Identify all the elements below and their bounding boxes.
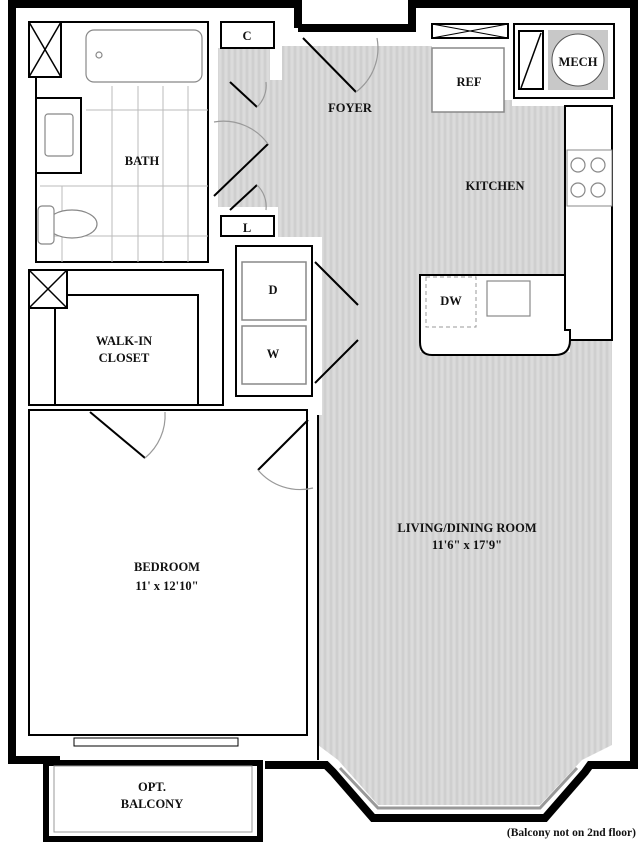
foyer-label: FOYER (328, 101, 373, 115)
kitchen-sink-icon (486, 280, 531, 317)
bathtub (85, 29, 203, 83)
closet-l (220, 215, 275, 237)
dryer-label: D (268, 283, 277, 297)
exterior-wall (8, 0, 302, 764)
dishwasher-label: DW (440, 294, 462, 308)
living-label: LIVING/DINING ROOM (397, 521, 536, 535)
sink-icon (44, 113, 74, 157)
ref-label: REF (457, 75, 482, 89)
water-heater-icon (551, 33, 605, 87)
bay-window (338, 766, 579, 810)
bedroom-dims: 11' x 12'10" (135, 579, 198, 593)
cooktop-icon (566, 149, 613, 207)
sliding-door (73, 737, 239, 747)
balcony-label-1: OPT. (138, 780, 166, 794)
wood-floor (218, 46, 612, 805)
ref-outline (431, 47, 505, 113)
exterior-wall-top-right (265, 0, 638, 822)
bedroom-label: BEDROOM (134, 560, 200, 574)
living-dims: 11'6" x 17'9" (432, 538, 502, 552)
balcony-note: (Balcony not on 2nd floor) (507, 827, 636, 839)
washer-label: W (267, 347, 280, 361)
kitchen-label: KITCHEN (465, 179, 524, 193)
bath-label: BATH (125, 154, 160, 168)
mech-label: MECH (559, 55, 598, 69)
closet-l-label: L (243, 221, 251, 235)
balcony-outline (43, 760, 263, 842)
balcony-label-2: BALCONY (121, 797, 184, 811)
closet-c-label: C (242, 29, 251, 43)
walkin-label-2: CLOSET (99, 351, 150, 365)
closet-c (220, 21, 275, 49)
bedroom (28, 409, 308, 736)
walkin-label-1: WALK-IN (96, 334, 152, 348)
